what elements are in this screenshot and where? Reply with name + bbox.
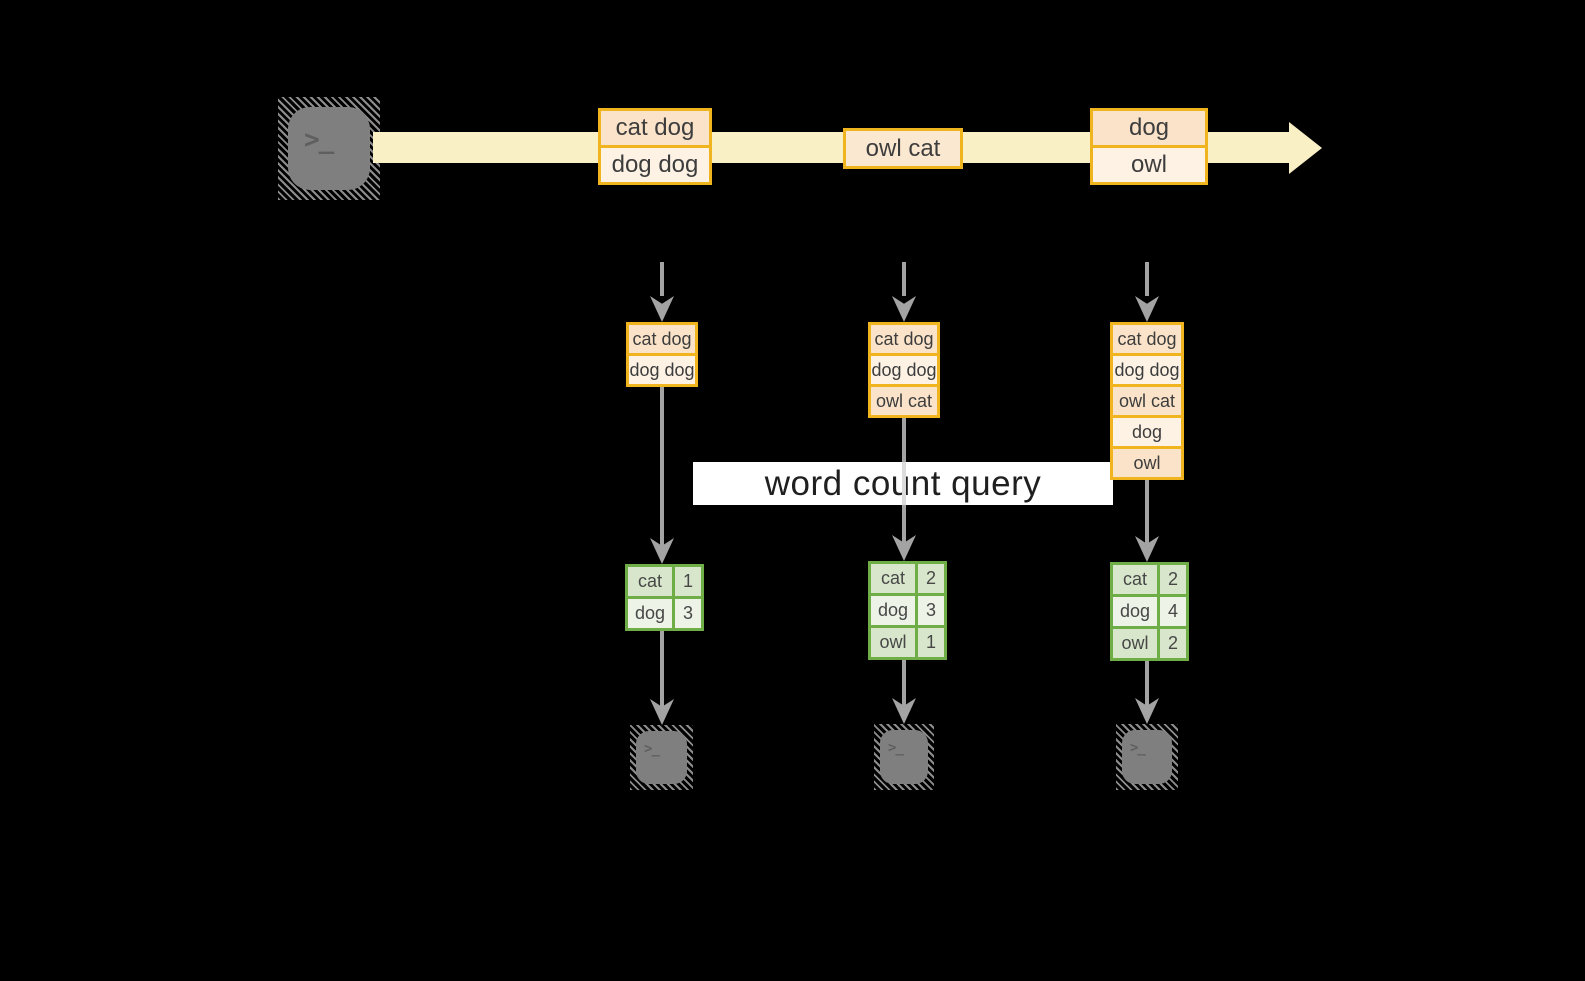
word-cell: dog [1110, 594, 1160, 629]
word-cell: cat [868, 561, 918, 596]
stack-row: cat dog [626, 322, 698, 356]
stack-row: dog dog [868, 353, 940, 387]
table-row: dog 3 [868, 593, 947, 628]
word-cell: dog [625, 596, 675, 631]
count-cell: 3 [672, 596, 704, 631]
stream-event-label: dog dog [598, 145, 712, 185]
count-cell: 4 [1157, 594, 1189, 629]
word-cell: dog [868, 593, 918, 628]
count-cell: 2 [915, 561, 947, 596]
word-cell: cat [1110, 562, 1160, 597]
table-row: dog 3 [625, 596, 704, 631]
terminal-screen: >_ [288, 107, 370, 190]
stream-event-box: dog owl [1090, 108, 1208, 185]
count-cell: 3 [915, 593, 947, 628]
count-cell: 2 [1157, 626, 1189, 661]
dashed-arrow-line [1145, 262, 1149, 296]
arrow-line [902, 654, 906, 706]
prompt-glyph: >_ [1130, 740, 1146, 756]
table-row: cat 1 [625, 564, 704, 599]
terminal-screen: >_ [1122, 730, 1172, 784]
stack-row: owl [1110, 446, 1184, 480]
stack-row: dog dog [1110, 353, 1184, 387]
stack-row: cat dog [1110, 322, 1184, 356]
arrow-line [1145, 480, 1149, 544]
count-cell: 2 [1157, 562, 1189, 597]
count-table: cat 2 dog 3 owl 1 [868, 561, 947, 660]
count-cell: 1 [915, 625, 947, 660]
stream-event-label: owl cat [843, 128, 963, 169]
state-stack: cat dog dog dog owl cat [868, 322, 940, 418]
arrow-line [660, 387, 664, 546]
arrow-down-icon [1135, 296, 1159, 322]
count-table: cat 1 dog 3 [625, 564, 704, 631]
count-table: cat 2 dog 4 owl 2 [1110, 562, 1189, 661]
arrow-line [1145, 655, 1149, 706]
arrow-line-over-banner [902, 462, 906, 505]
stack-row: cat dog [868, 322, 940, 356]
count-cell: 1 [672, 564, 704, 599]
stream-event-label: owl [1090, 145, 1208, 185]
word-cell: cat [625, 564, 675, 599]
stream-event-box: owl cat [843, 128, 963, 169]
terminal-screen: >_ [636, 731, 687, 784]
dashed-arrow-line [660, 262, 664, 296]
prompt-glyph: >_ [644, 741, 660, 757]
dashed-arrow-line [902, 262, 906, 296]
arrow-line [660, 627, 664, 707]
terminal-icon: >_ [278, 97, 380, 200]
stream-event-label: cat dog [598, 108, 712, 148]
arrow-down-icon [650, 296, 674, 322]
prompt-glyph: >_ [304, 125, 334, 155]
stack-row: owl cat [1110, 384, 1184, 418]
state-stack: cat dog dog dog [626, 322, 698, 387]
arrow-down-icon [892, 296, 916, 322]
state-stack: cat dog dog dog owl cat dog owl [1110, 322, 1184, 480]
terminal-icon: >_ [630, 725, 693, 790]
table-row: cat 2 [1110, 562, 1189, 597]
stack-row: dog dog [626, 353, 698, 387]
terminal-icon: >_ [1116, 724, 1178, 790]
stack-row: owl cat [868, 384, 940, 418]
table-row: cat 2 [868, 561, 947, 596]
stream-event-label: dog [1090, 108, 1208, 148]
terminal-screen: >_ [880, 730, 928, 784]
stream-arrowhead-icon [1289, 122, 1322, 174]
terminal-icon: >_ [874, 724, 934, 790]
word-cell: owl [868, 625, 918, 660]
stack-row: dog [1110, 415, 1184, 449]
table-row: dog 4 [1110, 594, 1189, 629]
word-cell: owl [1110, 626, 1160, 661]
stream-event-box: cat dog dog dog [598, 108, 712, 185]
table-row: owl 2 [1110, 626, 1189, 661]
table-row: owl 1 [868, 625, 947, 660]
prompt-glyph: >_ [888, 740, 904, 756]
